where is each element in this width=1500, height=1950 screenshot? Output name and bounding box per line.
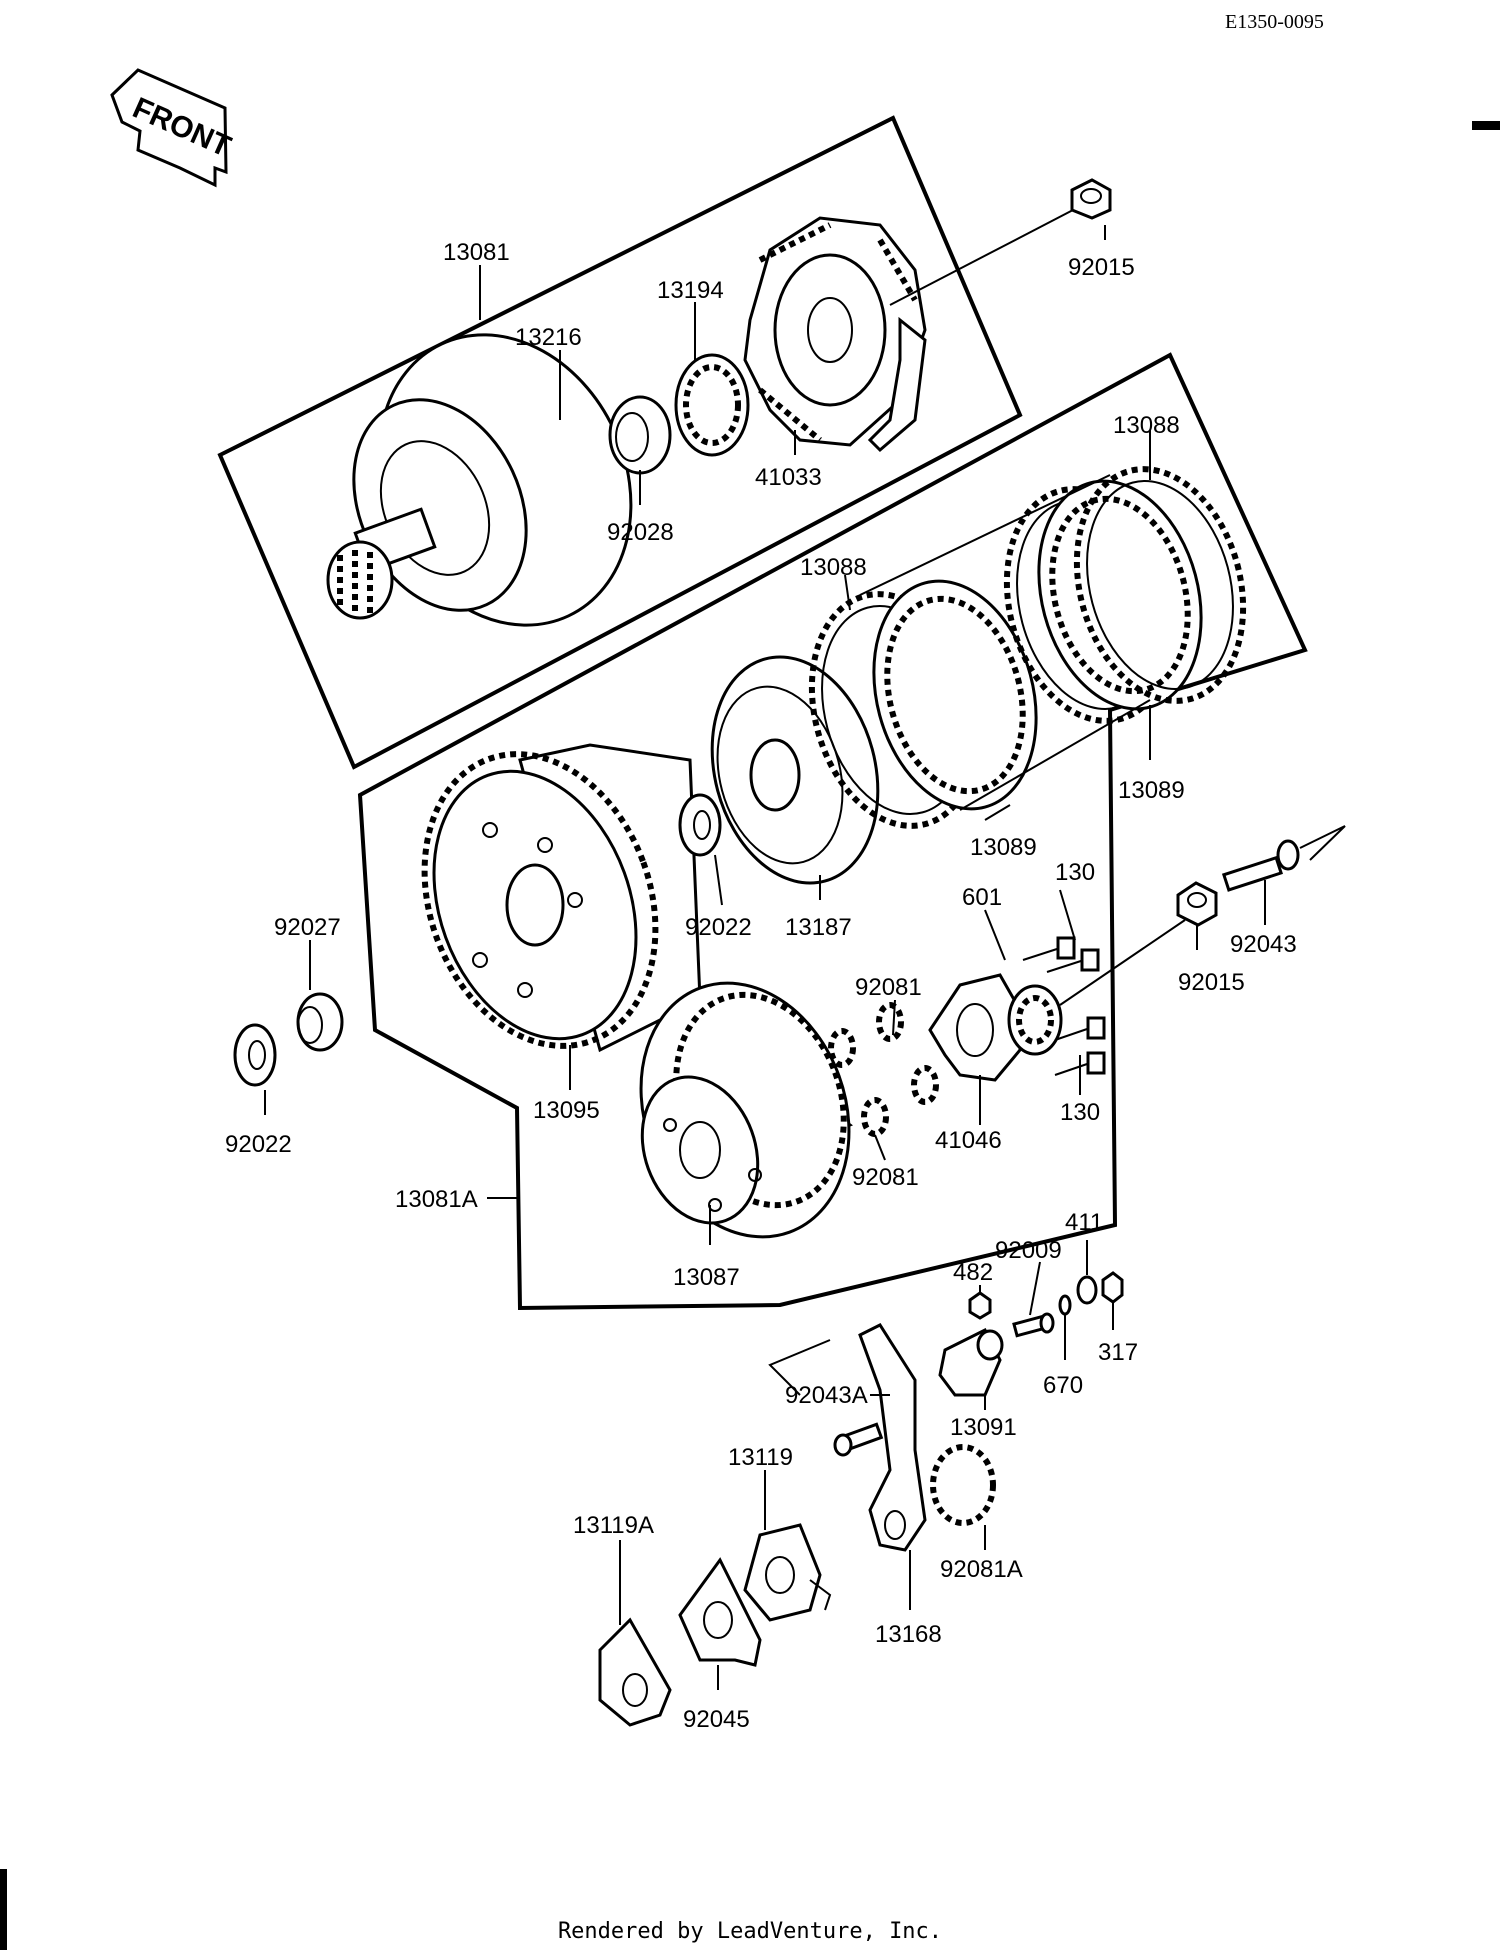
label-92081-top: 92081 (855, 974, 922, 1001)
spring-92081-d (911, 1065, 939, 1105)
label-92043: 92043 (1230, 931, 1297, 958)
label-482: 482 (953, 1259, 993, 1286)
pin-92043A (768, 1339, 884, 1457)
label-13119A: 13119A (573, 1512, 654, 1539)
bolt-130-d (1054, 1051, 1106, 1076)
nut-482 (968, 1291, 992, 1320)
label-130-bottom: 130 (1060, 1099, 1100, 1126)
label-13091: 13091 (950, 1414, 1017, 1441)
clutch-hub-13087 (639, 981, 854, 1239)
assembly-frame-13081A (357, 352, 1308, 1311)
screw-92009 (1012, 1312, 1055, 1338)
label-13081: 13081 (443, 239, 510, 266)
bolt-130-b (1046, 948, 1100, 973)
plate-92045 (678, 1557, 762, 1667)
washer-670 (1058, 1294, 1072, 1316)
leader-lines (264, 225, 1266, 1690)
label-13194: 13194 (657, 277, 724, 304)
label-13119: 13119 (728, 1444, 793, 1471)
spring-92081-b (876, 1002, 904, 1042)
label-92022-middle: 92022 (685, 914, 752, 941)
one-way-clutch-13194 (674, 353, 750, 457)
edge-mark (1472, 121, 1500, 130)
bolt-130-a (1022, 936, 1076, 961)
release-cam-13091 (938, 1327, 1004, 1397)
label-92015-top: 92015 (1068, 254, 1135, 281)
label-92009: 92009 (995, 1237, 1062, 1264)
front-arrow-icon: FRONT (110, 68, 236, 188)
edge-bar (0, 1869, 7, 1950)
spring-92081-a (828, 1028, 856, 1068)
washer-411 (1076, 1275, 1098, 1305)
pin-92043 (1221, 825, 1346, 892)
assembly-frame-13081 (217, 115, 1023, 770)
label-13168: 13168 (875, 1621, 942, 1648)
nut-92015-right (1176, 881, 1218, 927)
cam-13119 (743, 1523, 832, 1622)
label-13081A: 13081A (395, 1186, 478, 1213)
label-411: 411 (1065, 1209, 1103, 1236)
footer-credit: Rendered by LeadVenture, Inc. (558, 1919, 942, 1944)
label-13088-right: 13088 (1113, 412, 1180, 439)
diagram-code: E1350-0095 (1225, 11, 1324, 33)
label-601: 601 (962, 884, 1002, 911)
clutch-drum-13216 (326, 333, 633, 627)
washer-92022-left (233, 1023, 277, 1087)
steel-plate-13089-a (872, 579, 1038, 811)
label-92027: 92027 (274, 914, 341, 941)
clutch-housing-13095 (421, 743, 702, 1053)
friction-plate-13088-c (1073, 466, 1247, 704)
spring-92081-c (861, 1097, 889, 1137)
label-13087: 13087 (673, 1264, 740, 1291)
washer-92022-middle (678, 793, 722, 857)
label-41033: 41033 (755, 464, 822, 491)
lifter-plate-41046 (928, 973, 1022, 1082)
bearing-92028 (608, 395, 672, 475)
release-lever-13168 (858, 1323, 927, 1552)
spring-92081A (930, 1444, 996, 1526)
label-13089-right: 13089 (1118, 777, 1185, 804)
label-41046: 41046 (935, 1127, 1002, 1154)
label-92081A: 92081A (940, 1556, 1023, 1583)
label-92081-bottom: 92081 (852, 1164, 919, 1191)
part-labels: 13081 13216 13194 92015 92028 41033 1308… (225, 239, 1297, 1733)
label-92043A: 92043A (785, 1382, 868, 1409)
nut-92015-top (889, 178, 1112, 306)
label-13089-middle: 13089 (970, 834, 1037, 861)
label-13187: 13187 (785, 914, 852, 941)
label-92022-left: 92022 (225, 1131, 292, 1158)
bolt-130-c (1054, 1016, 1106, 1041)
nut-317 (1101, 1271, 1124, 1304)
label-92028: 92028 (607, 519, 674, 546)
bearing-601 (1007, 984, 1063, 1056)
label-13216: 13216 (515, 324, 582, 351)
pressure-plate-13187 (710, 655, 880, 885)
label-92045: 92045 (683, 1706, 750, 1733)
label-13088-left: 13088 (800, 554, 867, 581)
cam-13119A (598, 1617, 672, 1727)
label-13095: 13095 (533, 1097, 600, 1124)
collar-92027 (296, 992, 344, 1052)
label-130-top: 130 (1055, 859, 1095, 886)
label-317: 317 (1098, 1339, 1138, 1366)
label-670: 670 (1043, 1372, 1083, 1399)
label-92015-right: 92015 (1178, 969, 1245, 996)
shoe-assembly-41033 (743, 216, 927, 453)
